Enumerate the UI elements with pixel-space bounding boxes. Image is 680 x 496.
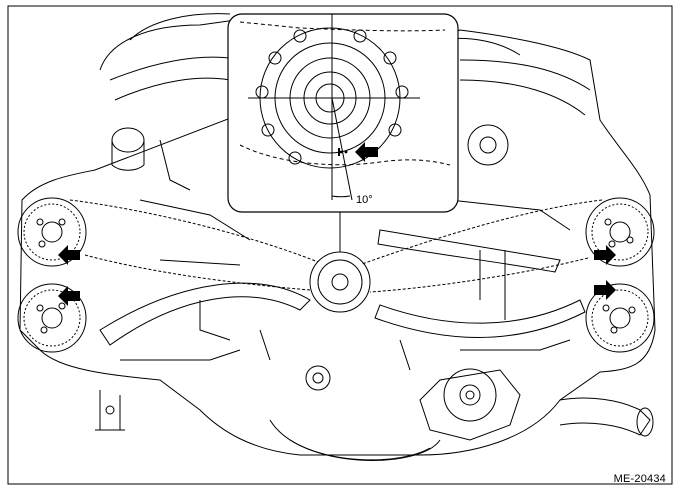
arrow-right-lower xyxy=(594,280,616,300)
diagram-border xyxy=(7,5,673,485)
arrow-right-upper xyxy=(594,245,616,265)
arrow-left-lower xyxy=(58,286,80,306)
engine-body xyxy=(17,13,656,461)
figure-code: ME-20434 xyxy=(613,473,666,485)
arrow-inset-left xyxy=(355,142,378,162)
arrow-left-upper xyxy=(58,245,80,265)
timing-mark-dots xyxy=(338,148,348,156)
inset-callout xyxy=(227,13,459,213)
alignment-arrows xyxy=(58,142,616,306)
angle-label: 10° xyxy=(356,194,373,206)
